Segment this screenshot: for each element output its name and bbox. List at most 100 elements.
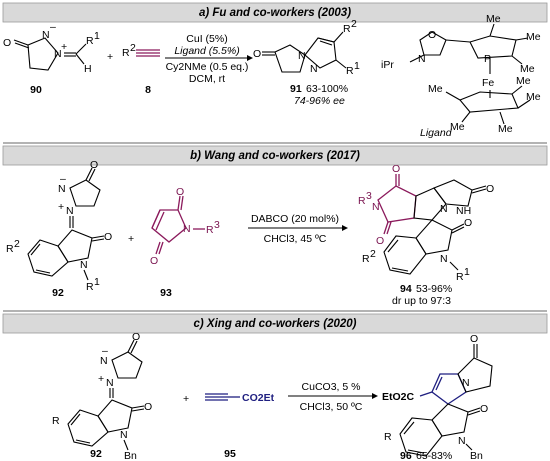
product-96-structure: EtO2C O N O N Bn R [382,333,493,461]
svg-text:Me: Me [486,13,501,25]
section-a-title: a) Fu and co-workers (2003) [199,7,351,19]
svg-text:N: N [80,259,88,271]
svg-text:+: + [58,201,64,213]
product-96-label: 96 [400,450,412,461]
reactant-93-structure: O O N R 3 [150,186,220,267]
svg-text:R: R [346,65,354,77]
svg-text:O: O [90,159,98,171]
svg-text:NH: NH [456,205,471,217]
svg-text:N: N [183,223,191,235]
svg-text:N: N [458,435,466,447]
svg-text:O: O [392,163,400,175]
reactant-95-structure: CO2Et [205,392,275,404]
svg-text:R: R [86,35,94,47]
svg-text:O: O [253,48,261,60]
svg-text:Me: Me [428,83,443,95]
section-b-condition-2: CHCl3, 45 ºC [264,233,327,245]
svg-text:N: N [462,377,470,389]
svg-text:Me: Me [450,121,465,133]
section-b-plus: + [128,233,134,245]
ligand-structure: O N iPr P Me Me Me Fe Me Me Me Me Me [381,13,541,135]
svg-text:Me: Me [526,31,541,43]
svg-text:H: H [84,63,92,75]
svg-text:Me: Me [520,63,535,75]
product-94-dr: dr up to 97:3 [392,295,451,307]
ligand-fe: Fe [482,77,494,89]
svg-text:+: + [61,41,67,53]
svg-text:N: N [66,205,74,217]
section-b-arrowhead [342,225,348,231]
svg-text:R: R [384,431,392,443]
svg-text:N: N [418,53,426,65]
svg-text:R: R [206,224,214,236]
svg-text:O: O [486,183,494,195]
svg-text:N: N [100,355,108,367]
section-c-condition-1: CuCO3, 5 % [302,381,361,393]
section-a-condition-3: Cy2NMe (0.5 eq.) [166,61,249,73]
svg-text:R: R [362,253,370,265]
product-91-label: 91 [290,83,302,95]
svg-text:Me: Me [526,91,541,103]
product-94-yield: 53-96% [416,283,452,295]
reactant-90-structure: O N – N + R 1 H [3,21,100,75]
svg-text:Me: Me [498,123,513,135]
reactant-92-structure-b: O N – N + O N R 1 R 2 [6,159,112,293]
svg-text:2: 2 [130,42,136,54]
svg-text:CO2Et: CO2Et [242,392,275,404]
section-c-header-bar [2,313,548,334]
svg-text:N: N [298,50,306,62]
product-94-structure: O R 3 N O O N NH O N R 1 R 2 [358,163,494,283]
reactant-95-label: 95 [224,448,236,460]
svg-text:O: O [3,37,11,49]
svg-text:R: R [358,195,366,207]
product-91-yield: 63-100% [306,83,348,95]
section-a-header-bar [2,2,548,23]
svg-text:N: N [440,203,448,215]
section-c-condition-2: CHCl3, 50 ºC [300,401,363,413]
svg-text:1: 1 [94,276,100,288]
svg-text:N: N [42,29,50,41]
svg-text:–: – [60,173,66,185]
svg-text:N: N [310,63,318,75]
svg-text:2: 2 [14,238,20,250]
product-94-label: 94 [400,283,412,295]
svg-text:2: 2 [351,18,357,30]
reactant-93-label: 93 [160,287,172,299]
reactant-92-label-c: 92 [90,448,102,460]
svg-text:Bn: Bn [124,450,137,461]
reactant-90-label: 90 [30,84,42,96]
svg-text:R: R [6,243,14,255]
svg-text:N: N [54,48,62,60]
section-b-condition-1: DABCO (20 mol%) [251,213,339,225]
svg-text:O: O [176,186,184,198]
reactant-8-label: 8 [145,84,151,96]
product-91-structure: O N N R 2 R 1 [253,18,360,77]
section-c-arrowhead [372,393,378,399]
section-a-condition-4: DCM, rt [189,73,225,85]
svg-text:Bn: Bn [470,450,483,461]
svg-text:+: + [98,373,104,385]
svg-text:1: 1 [464,266,470,278]
product-91-ee: 74-96% ee [294,95,345,107]
svg-text:R: R [122,47,130,59]
section-a-arrowhead [247,55,253,61]
section-b-title: b) Wang and co-workers (2017) [190,150,360,162]
section-a-condition-2: Ligand (5.5%) [174,45,239,57]
ligand-ipr: iPr [381,59,394,71]
reactant-92-label-b: 92 [52,287,64,299]
section-b-header-bar [2,145,548,166]
svg-text:N: N [58,183,66,195]
svg-text:O: O [376,235,384,247]
svg-text:2: 2 [370,248,376,260]
svg-text:1: 1 [354,60,360,72]
svg-text:O: O [428,29,436,41]
svg-text:R: R [343,23,351,35]
product-96-yield: 65-83% [416,450,452,461]
svg-text:3: 3 [214,219,220,231]
svg-text:–: – [102,345,108,357]
svg-text:R: R [86,281,94,293]
section-a-condition-1: CuI (5%) [186,33,227,45]
svg-text:3: 3 [366,190,372,202]
